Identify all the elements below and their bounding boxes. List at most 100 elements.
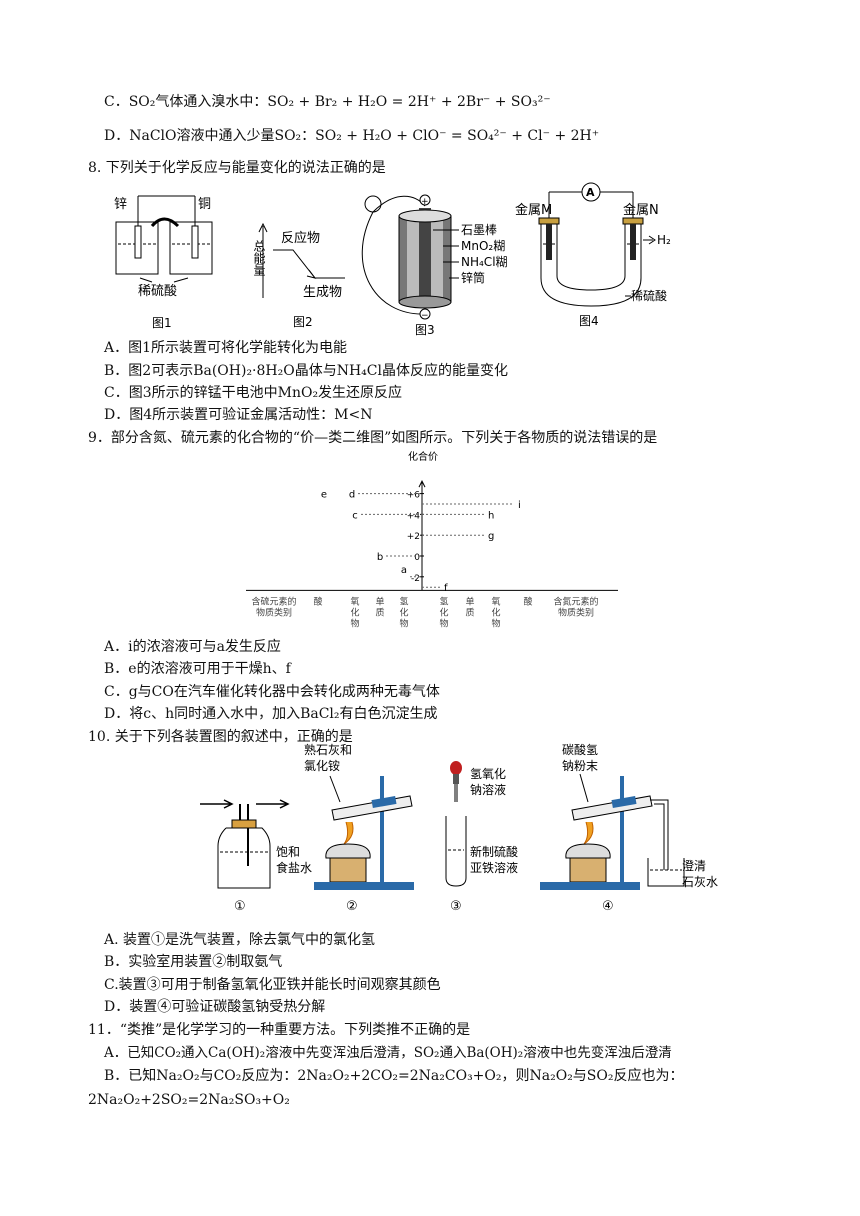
app3-top-line1: 氢氧化: [470, 766, 506, 781]
fig3-minus: −: [421, 311, 429, 321]
chart-point-b: b: [377, 552, 383, 563]
chart-right-category-1: 质: [465, 606, 474, 618]
app4-right-line1: 澄清: [682, 858, 706, 873]
chart-right-category-0: 氢: [439, 595, 448, 607]
q10-option-c: C.装置③可用于制备氢氧化亚铁并能长时间观察其颜色: [104, 977, 441, 993]
q8-option-c: C．图3所示的锌锰干电池中MnO₂发生还原反应: [104, 385, 403, 401]
app2-label-line1: 熟石灰和: [304, 742, 352, 757]
fig4-acid-label: 稀硫酸: [631, 288, 667, 303]
chart-y-tick: +4: [407, 511, 421, 521]
q10-option-d: D．装置④可验证碳酸氢钠受热分解: [104, 999, 326, 1015]
q9-option-c: C．g与CO在汽车催化转化器中会转化成两种无毒气体: [104, 684, 440, 700]
chart-right-category-4b: 物质类别: [558, 606, 594, 618]
fig4-caption: 图4: [579, 314, 599, 328]
chart-left-category-1: 酸: [313, 596, 322, 607]
chart-point-a: a: [401, 565, 407, 576]
q10-stem: 10. 关于下列各装置图的叙述中，正确的是: [88, 729, 353, 745]
fig3-plus: +: [421, 197, 429, 207]
q11-stem: 11．“类推”是化学学习的一种重要方法。下列类推不正确的是: [88, 1022, 471, 1038]
chart-y-title: 化合价: [408, 450, 438, 463]
fig3-nh4cl-label: NH₄Cl糊: [461, 254, 508, 269]
q8-figure-4: A 金属M 金属N H₂ 稀硫酸 图4: [515, 182, 671, 328]
q8-figure-1: 锌 铜 稀硫酸 图1: [114, 195, 213, 330]
q7-option-d: D．NaClO溶液中通入少量SO₂：SO₂ + H₂O + ClO⁻ = SO₄…: [104, 128, 600, 144]
fig4-metal-m-label: 金属M: [515, 202, 552, 218]
q10-option-b: B．实验室用装置②制取氨气: [104, 954, 283, 970]
app4-number: ④: [602, 899, 614, 914]
app1-label-line2: 食盐水: [276, 860, 312, 875]
chart-y-tick: +2: [407, 532, 420, 542]
chart-right-category-0: 化: [439, 606, 448, 618]
chart-left-category-4: 化: [399, 606, 408, 618]
chart-right-category-0: 物: [439, 617, 448, 629]
chart-point-e: e: [321, 490, 327, 501]
app3-bottom-line1: 新制硫酸: [470, 844, 518, 859]
fig1-caption: 图1: [152, 316, 172, 330]
q9-option-b: B．e的浓溶液可用于干燥h、f: [104, 661, 291, 677]
q8-stem: 8. 下列关于化学反应与能量变化的说法正确的是: [88, 160, 386, 176]
q8-figure-3: + − 石墨棒 MnO₂糊 NH₄Cl糊 锌筒 图3: [361, 194, 508, 336]
chart-left-category-2: 化: [350, 606, 359, 618]
q11-option-a: A．已知CO₂通入Ca(OH)₂溶液中先变浑浊后澄清，SO₂通入Ba(OH)₂溶…: [104, 1045, 672, 1061]
app3-number: ③: [450, 899, 462, 914]
chart-right-category-4: 含氮元素的: [553, 595, 598, 607]
app1-number: ①: [234, 899, 246, 914]
fig2-reactant-label: 反应物: [281, 230, 320, 246]
chart-left-category-2: 氧: [350, 595, 359, 607]
chart-right-category-2: 物: [491, 617, 500, 629]
app4-top-line1: 碳酸氢: [562, 742, 598, 757]
q9-valence-class-chart: 化合价+6+4+20-2含硫元素的物质类别酸氧化物单质氢化物氢化物单质氧化物酸含…: [246, 450, 618, 629]
fig2-ylabel: 总能量: [252, 240, 266, 276]
chart-point-f: f: [444, 583, 448, 594]
fig3-zinc-can-label: 锌筒: [461, 270, 485, 285]
chart-y-tick: -2: [411, 574, 420, 584]
chart-right-category-3: 酸: [523, 596, 532, 607]
chart-left-category-4: 物: [399, 617, 408, 629]
q10-apparatus-2: 熟石灰和 氯化铵 ②: [304, 742, 414, 914]
q9-option-a: A．i的浓溶液可与a发生反应: [104, 639, 281, 655]
q10-apparatus-1: 饱和 食盐水 ①: [200, 799, 312, 914]
fig1-copper-label: 铜: [198, 197, 211, 212]
chart-left-category-3: 单: [375, 595, 384, 607]
q8-option-a: A．图1所示装置可将化学能转化为电能: [104, 340, 348, 356]
fig1-zinc-label: 锌: [114, 197, 127, 212]
app3-bottom-line2: 亚铁溶液: [470, 860, 518, 875]
app4-top-line2: 钠粉末: [562, 758, 598, 773]
chart-left-category-0: 含硫元素的: [251, 595, 296, 607]
q8-option-d: D．图4所示装置可验证金属活动性：M<N: [104, 407, 373, 423]
q11-option-b-equation: 2Na₂O₂+2SO₂=2Na₂SO₃+O₂: [88, 1092, 290, 1108]
fig4-ammeter-label: A: [586, 186, 595, 199]
app2-label-line2: 氯化铵: [304, 758, 340, 773]
app3-top-line2: 钠溶液: [470, 782, 506, 797]
chart-y-arrow: [418, 480, 426, 488]
chart-left-category-4: 氢: [399, 595, 408, 607]
q8-option-b: B．图2可表示Ba(OH)₂·8H₂O晶体与NH₄Cl晶体反应的能量变化: [104, 363, 508, 379]
q11-option-b: B．已知Na₂O₂与CO₂反应为：2Na₂O₂+2CO₂=2Na₂CO₃+O₂，…: [104, 1068, 684, 1084]
q10-apparatus-4: 碳酸氢 钠粉末 澄清 石灰水 ④: [540, 742, 718, 914]
fig1-acid-label: 稀硫酸: [138, 284, 177, 299]
fig2-caption: 图2: [293, 315, 313, 329]
chart-point-c: c: [352, 510, 358, 521]
chart-y-tick: +6: [407, 491, 421, 501]
fig4-metal-n-label: 金属N: [623, 202, 659, 218]
chart-y-tick: 0: [414, 553, 420, 563]
chart-right-category-2: 氧: [491, 595, 500, 607]
chart-left-category-2: 物: [350, 617, 359, 629]
fig2-product-label: 生成物: [303, 285, 342, 300]
q9-stem: 9．部分含氮、硫元素的化合物的“价—类二维图”如图所示。下列关于各物质的说法错误…: [88, 430, 658, 446]
app2-number: ②: [346, 899, 358, 914]
fig3-rod-label: 石墨棒: [461, 223, 497, 237]
q10-option-a: A. 装置①是洗气装置，除去氯气中的氯化氢: [104, 932, 376, 948]
q10-apparatus-3: 氢氧化 钠溶液 新制硫酸 亚铁溶液 ③: [445, 761, 518, 914]
fig3-caption: 图3: [415, 323, 435, 336]
chart-right-category-1: 单: [465, 595, 474, 607]
q9-option-d: D．将c、h同时通入水中，加入BaCl₂有白色沉淀生成: [104, 706, 438, 722]
chart-left-category-3: 质: [375, 606, 384, 618]
app4-right-line2: 石灰水: [682, 875, 718, 889]
chart-point-i: i: [518, 500, 521, 511]
chart-left-category-0b: 物质类别: [256, 606, 292, 618]
chart-point-g: g: [488, 531, 494, 542]
chart-point-h: h: [488, 510, 494, 521]
q8-figure-2: 总能量 反应物 生成物 图2: [252, 222, 345, 329]
q7-option-c: C．SO₂气体通入溴水中：SO₂ + Br₂ + H₂O = 2H⁺ + 2Br…: [104, 94, 551, 110]
